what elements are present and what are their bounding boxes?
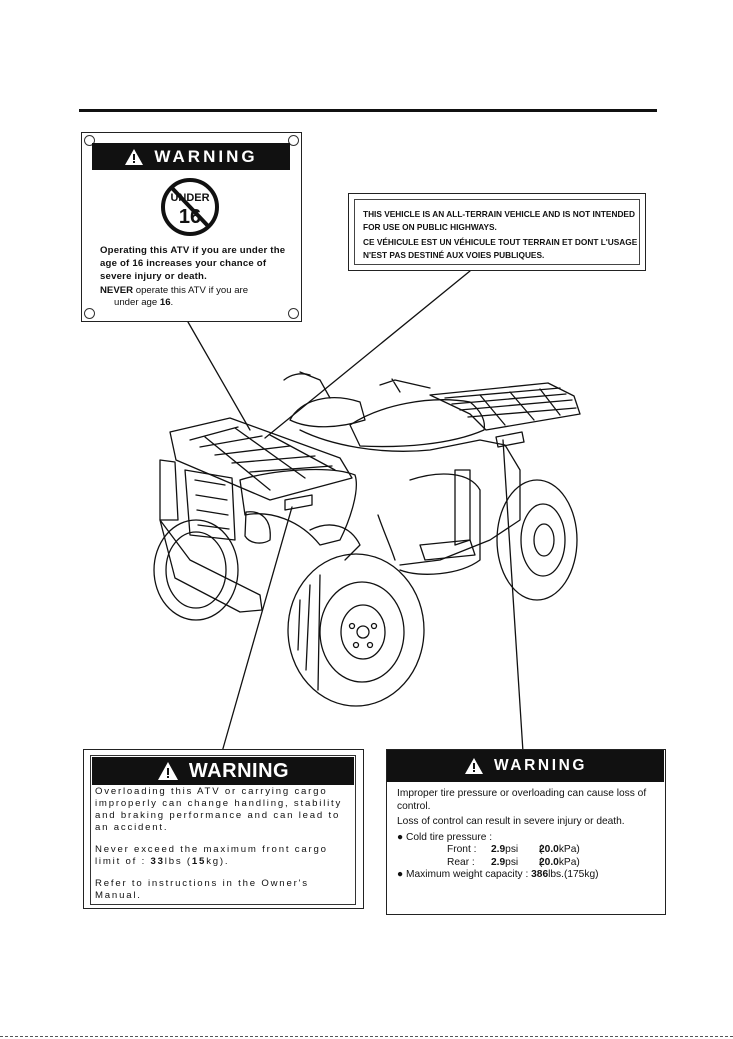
leader-line-vehicle bbox=[264, 270, 471, 439]
vehicle-label-french: CE VÉHICULE EST UN VÉHICULE TOUT TERRAIN… bbox=[363, 237, 638, 260]
warning-header-text: WARNING bbox=[493, 757, 588, 774]
kpa-unit: kPa) bbox=[558, 856, 580, 868]
vehicle-use-label: THIS VEHICLE IS AN ALL-TERRAIN VEHICLE A… bbox=[348, 193, 646, 271]
cargo-para-1: Overloading this ATV or carrying cargo i… bbox=[95, 786, 343, 833]
never-age: 16 bbox=[159, 297, 171, 308]
under16-warning-label: WARNING UNDER 16 Operating this ATV if y… bbox=[81, 132, 302, 322]
warning-header-text: WARNING bbox=[188, 759, 290, 782]
under16-never-text: NEVER operate this ATV if you are under … bbox=[100, 285, 290, 309]
max-weight-prefix: ● Maximum weight capacity : bbox=[397, 869, 532, 880]
never-word: NEVER bbox=[100, 285, 134, 296]
kpa-open: ( bbox=[539, 856, 543, 868]
warning-triangle-icon bbox=[464, 758, 483, 774]
vehicle-label-english: THIS VEHICLE IS AN ALL-TERRAIN VEHICLE A… bbox=[363, 209, 635, 232]
top-rule bbox=[79, 109, 657, 112]
tire-warning-body: Improper tire pressure or overloading ca… bbox=[397, 788, 662, 882]
warning-header-text: WARNING bbox=[154, 146, 258, 166]
warning-triangle-icon bbox=[157, 762, 178, 780]
tire-bullet-cold-pressure: ● Cold tire pressure : bbox=[397, 831, 493, 843]
tire-para-2: Loss of control can result in severe inj… bbox=[397, 816, 625, 827]
cargo-limit-prefix: Never exceed the maximum front cargo lim… bbox=[95, 844, 328, 867]
front-psi: 2.9 bbox=[491, 844, 506, 855]
front-kpa: 20.0 bbox=[539, 844, 559, 855]
mounting-hole-icon bbox=[288, 308, 299, 319]
cargo-para-3: Refer to instructions in the Owner's Man… bbox=[95, 878, 309, 901]
mounting-hole-icon bbox=[84, 308, 95, 319]
mounting-hole-icon bbox=[84, 135, 95, 146]
max-weight-rest: lbs.(175kg) bbox=[548, 869, 599, 880]
cargo-para-2: Never exceed the maximum front cargo lim… bbox=[95, 844, 357, 868]
never-text: operate this ATV if you are bbox=[133, 285, 249, 296]
tire-para-1: Improper tire pressure or overloading ca… bbox=[397, 788, 647, 812]
cargo-warning-body: Overloading this ATV or carrying cargo i… bbox=[95, 786, 357, 912]
warning-header: WARNING bbox=[92, 757, 354, 785]
vehicle-label-border bbox=[354, 199, 640, 265]
rear-psi: 2.9 bbox=[491, 856, 506, 868]
cargo-kg-unit: kg). bbox=[206, 856, 230, 867]
tire-bullet-max-weight: ● Maximum weight capacity : 386lbs.(175k… bbox=[397, 869, 662, 882]
cargo-warning-label: WARNING Overloading this ATV or carrying… bbox=[83, 749, 364, 909]
leader-line-cargo bbox=[221, 506, 293, 753]
kpa-open: ( bbox=[539, 844, 543, 855]
rear-label: Rear : bbox=[447, 856, 475, 868]
leader-line-under16 bbox=[187, 321, 251, 431]
page-bottom-dashed-line bbox=[0, 1036, 733, 1037]
kpa-unit: kPa) bbox=[558, 844, 580, 855]
cargo-label-border bbox=[90, 755, 356, 905]
cargo-lbs-unit: lbs ( bbox=[164, 856, 192, 867]
warning-header: WARNING bbox=[92, 143, 290, 170]
never-end: . bbox=[170, 297, 174, 308]
tire-warning-label: WARNING Improper tire pressure or overlo… bbox=[386, 749, 666, 915]
rear-kpa: 20.0 bbox=[539, 856, 559, 868]
mounting-hole-icon bbox=[288, 135, 299, 146]
psi-unit: psi bbox=[505, 844, 519, 855]
warning-triangle-icon bbox=[125, 148, 144, 165]
never-text-line2: under age bbox=[114, 297, 160, 308]
under16-warning-text: Operating this ATV if you are under the … bbox=[100, 245, 286, 282]
cargo-limit-kg: 15 bbox=[191, 856, 207, 867]
max-weight-lbs: 386 bbox=[531, 869, 549, 880]
warning-header: WARNING bbox=[387, 750, 664, 782]
no-under-16-icon: UNDER 16 bbox=[161, 178, 219, 236]
psi-unit: psi bbox=[505, 856, 519, 868]
front-label: Front : bbox=[447, 844, 477, 855]
leader-line-tire bbox=[502, 439, 524, 753]
cargo-limit-lbs: 33 bbox=[150, 856, 165, 867]
